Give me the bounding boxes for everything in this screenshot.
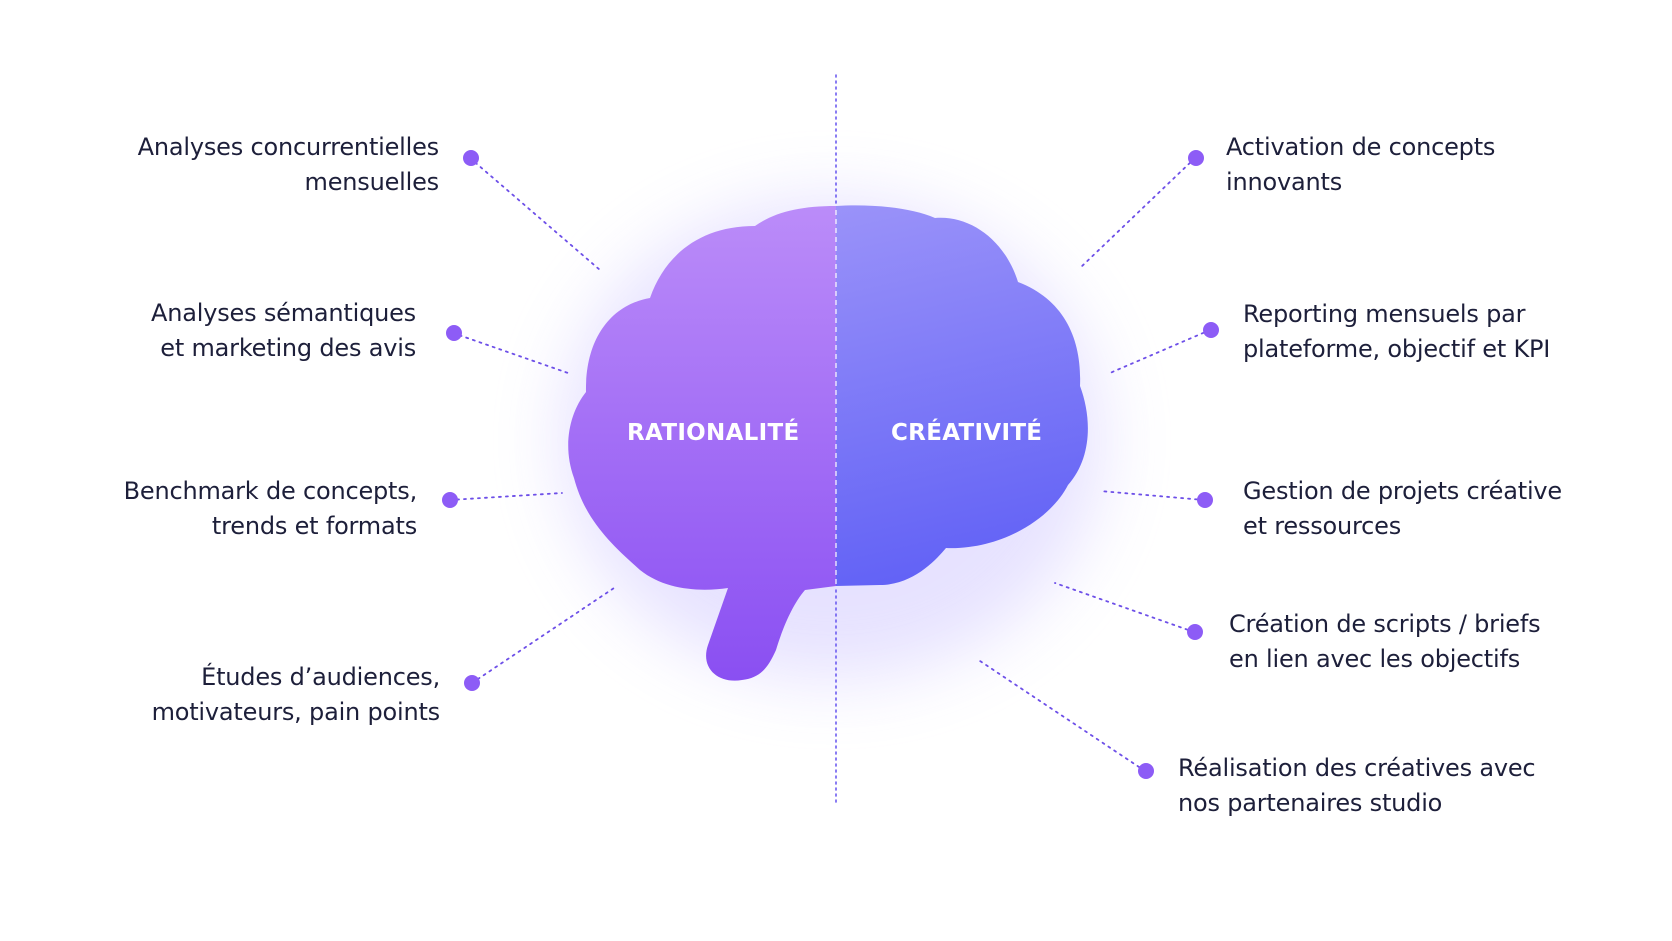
left-item-2-line-1: Analyses sémantiques — [151, 299, 416, 327]
right-item-5-line-1: Réalisation des créatives avec — [1178, 754, 1536, 782]
brain-shape — [568, 205, 1088, 681]
leader-line-left-3 — [449, 492, 563, 501]
leader-line-left-2 — [452, 332, 569, 374]
right-item-3-line-2: et ressources — [1243, 512, 1402, 540]
right-item-2-line-2: plateforme, objectif et KPI — [1243, 335, 1551, 363]
leader-line-left-1 — [469, 157, 601, 271]
right-item-1-line-2: innovants — [1226, 168, 1343, 196]
dot-right-4 — [1187, 624, 1203, 640]
right-item-5-line-2: nos partenaires studio — [1178, 789, 1443, 817]
right-item-5: Réalisation des créatives avec nos parte… — [1178, 751, 1536, 821]
leader-line-left-4 — [471, 587, 615, 684]
right-item-3: Gestion de projets créative et ressource… — [1243, 474, 1562, 544]
dot-left-2 — [446, 325, 462, 341]
left-item-4-line-2: motivateurs, pain points — [151, 698, 441, 726]
dot-left-3 — [442, 492, 458, 508]
right-item-4-line-1: Création de scripts / briefs — [1229, 610, 1541, 638]
dot-right-3 — [1197, 492, 1213, 508]
left-item-3-line-1: Benchmark de concepts, — [123, 477, 418, 505]
leader-line-right-1 — [1079, 157, 1196, 269]
left-item-1: Analyses concurrentielles mensuelles — [137, 130, 440, 200]
right-item-2-line-1: Reporting mensuels par — [1243, 300, 1526, 328]
right-hemisphere-title: CRÉATIVITÉ — [891, 420, 1043, 446]
dot-right-1 — [1188, 150, 1204, 166]
dot-left-4 — [464, 675, 480, 691]
left-hemisphere — [568, 206, 836, 681]
leader-line-right-2 — [1109, 329, 1211, 374]
right-hemisphere — [836, 205, 1088, 586]
right-item-3-line-1: Gestion de projets créative — [1243, 477, 1562, 505]
left-item-1-line-2: mensuelles — [304, 168, 440, 196]
leader-line-right-3 — [1099, 490, 1205, 501]
left-item-2-line-2: et marketing des avis — [160, 334, 416, 362]
left-item-2: Analyses sémantiques et marketing des av… — [151, 296, 416, 366]
leader-line-right-4 — [1054, 582, 1195, 633]
leader-line-right-5 — [979, 660, 1146, 772]
left-hemisphere-title: RATIONALITÉ — [627, 420, 800, 446]
dot-right-5 — [1138, 763, 1154, 779]
left-item-4: Études d’audiences, motivateurs, pain po… — [151, 660, 441, 730]
left-item-1-line-1: Analyses concurrentielles — [137, 133, 440, 161]
right-item-1-line-1: Activation de concepts — [1226, 133, 1496, 161]
left-item-4-line-1: Études d’audiences, — [201, 663, 440, 691]
dot-left-1 — [463, 150, 479, 166]
right-item-4: Création de scripts / briefs en lien ave… — [1229, 607, 1541, 677]
dot-right-2 — [1203, 322, 1219, 338]
right-item-2: Reporting mensuels par plateforme, objec… — [1243, 297, 1550, 367]
right-item-1: Activation de concepts innovants — [1226, 130, 1495, 200]
left-item-3-line-2: trends et formats — [211, 512, 417, 540]
right-item-4-line-2: en lien avec les objectifs — [1229, 645, 1520, 673]
left-item-3: Benchmark de concepts, trends et formats — [123, 474, 418, 544]
